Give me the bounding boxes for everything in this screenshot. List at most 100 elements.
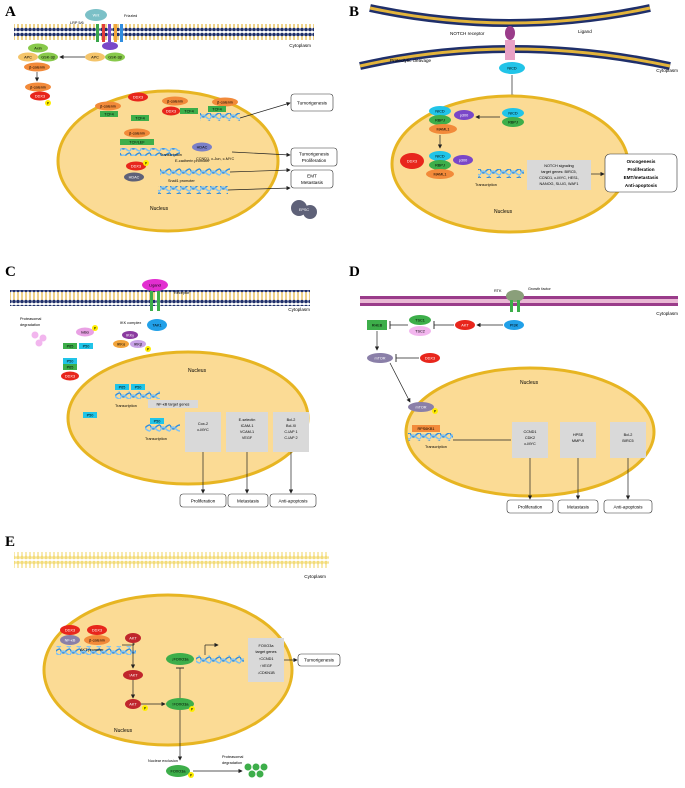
svg-text:Nuclear exclusion: Nuclear exclusion bbox=[148, 759, 178, 763]
frizzled-label: Frizzled bbox=[124, 14, 137, 18]
svg-text:↑CCND1: ↑CCND1 bbox=[259, 657, 274, 661]
svg-text:mTOR: mTOR bbox=[374, 357, 385, 361]
receptor-c bbox=[150, 291, 160, 311]
dvl bbox=[102, 42, 118, 50]
svg-text:DDX3: DDX3 bbox=[65, 629, 75, 633]
svg-text:E-selectin: E-selectin bbox=[239, 418, 256, 422]
svg-text:Growth factor: Growth factor bbox=[528, 287, 552, 291]
svg-text:↓FOXO3a: ↓FOXO3a bbox=[172, 658, 190, 662]
svg-text:RPS6KB1: RPS6KB1 bbox=[417, 427, 434, 431]
epsc: EPSC bbox=[291, 200, 317, 219]
svg-text:EPSC: EPSC bbox=[299, 208, 310, 212]
svg-text:Proteasomal: Proteasomal bbox=[222, 755, 243, 759]
svg-text:β-catenin: β-catenin bbox=[167, 100, 183, 104]
gene-box-c2 bbox=[226, 412, 268, 452]
svg-text:mTOR: mTOR bbox=[415, 406, 426, 410]
svg-text:NICD: NICD bbox=[435, 110, 445, 114]
dna-e2 bbox=[196, 655, 244, 664]
svg-text:IKKβ: IKKβ bbox=[134, 343, 143, 347]
svg-text:RBPJ: RBPJ bbox=[508, 121, 518, 125]
notch-target-genes bbox=[527, 160, 591, 190]
svg-text:APC: APC bbox=[24, 56, 32, 60]
svg-text:Tumorigenesis: Tumorigenesis bbox=[304, 658, 335, 663]
svg-text:TSC1: TSC1 bbox=[415, 319, 425, 323]
dna-b bbox=[478, 169, 524, 178]
svg-text:↑AKT: ↑AKT bbox=[128, 674, 138, 678]
svg-text:EMT/metastasis: EMT/metastasis bbox=[624, 175, 659, 180]
frizzled-receptor bbox=[96, 24, 123, 42]
svg-text:VCAM-1: VCAM-1 bbox=[240, 430, 254, 434]
svg-text:P65: P65 bbox=[119, 386, 126, 390]
panel-a-label: A bbox=[5, 4, 16, 20]
svg-text:Nucleus: Nucleus bbox=[188, 368, 207, 374]
svg-text:MAML1: MAML1 bbox=[433, 173, 446, 177]
svg-text:AKT promoter: AKT promoter bbox=[80, 648, 104, 652]
svg-text:Proliferation: Proliferation bbox=[302, 158, 327, 163]
svg-text:GSK-3β: GSK-3β bbox=[41, 56, 55, 60]
svg-text:target genes: BIRC5,: target genes: BIRC5, bbox=[541, 170, 576, 174]
svg-text:AKT: AKT bbox=[129, 703, 137, 707]
svg-text:BIRC5: BIRC5 bbox=[622, 439, 633, 443]
svg-text:AKT: AKT bbox=[461, 324, 469, 328]
svg-text:Bcl-2: Bcl-2 bbox=[287, 418, 296, 422]
svg-text:CCND1, c-Jun, c-MYC: CCND1, c-Jun, c-MYC bbox=[196, 157, 234, 161]
svg-text:TCF4: TCF4 bbox=[104, 113, 114, 117]
membrane-a bbox=[14, 24, 314, 40]
svg-text:Nucleus: Nucleus bbox=[494, 209, 513, 215]
panel-e: E Cytoplasm Nucleus DDX3 DDX3 NF-κB β-ca… bbox=[5, 534, 341, 778]
svg-text:FOXO3a: FOXO3a bbox=[171, 770, 187, 774]
svg-text:target genes: target genes bbox=[255, 650, 276, 654]
svg-text:Wnt: Wnt bbox=[93, 14, 101, 18]
svg-text:DDX3: DDX3 bbox=[407, 160, 417, 164]
dna-e1 bbox=[56, 646, 136, 655]
rtk bbox=[506, 290, 524, 312]
svg-text:Anti-apoptosis: Anti-apoptosis bbox=[625, 183, 658, 188]
nucleus-a bbox=[56, 89, 280, 233]
svg-text:Transcription: Transcription bbox=[475, 183, 497, 187]
svg-text:Bcl-2: Bcl-2 bbox=[624, 433, 633, 437]
svg-text:TCF/LEF: TCF/LEF bbox=[129, 141, 145, 145]
svg-text:P: P bbox=[434, 410, 437, 414]
svg-text:NICD: NICD bbox=[435, 155, 445, 159]
dna-a3 bbox=[160, 168, 230, 176]
gene-box-d2 bbox=[560, 422, 596, 458]
gene-box-c1 bbox=[185, 412, 221, 452]
svg-text:P: P bbox=[145, 162, 148, 166]
degradation-dots-c bbox=[31, 331, 47, 347]
svg-text:NANOG, SLUG, WAF1: NANOG, SLUG, WAF1 bbox=[540, 182, 579, 186]
svg-text:ICAM-1: ICAM-1 bbox=[241, 424, 254, 428]
dna-a1 bbox=[200, 113, 240, 121]
svg-text:FOXO3a: FOXO3a bbox=[259, 644, 275, 648]
panel-e-label: E bbox=[5, 534, 15, 550]
svg-text:Tumorigenesis: Tumorigenesis bbox=[297, 101, 328, 106]
svg-text:DDX3: DDX3 bbox=[133, 96, 143, 100]
svg-text:Snail1 promoter: Snail1 promoter bbox=[168, 179, 196, 183]
gene-box-d1 bbox=[512, 422, 548, 458]
svg-text:DDX3: DDX3 bbox=[65, 375, 75, 379]
svg-text:P50: P50 bbox=[67, 360, 74, 364]
svg-text:P50: P50 bbox=[154, 420, 161, 424]
svg-text:APC: APC bbox=[91, 56, 99, 60]
dna-c1 bbox=[115, 391, 160, 399]
svg-text:P: P bbox=[190, 774, 193, 778]
svg-text:Proliferation: Proliferation bbox=[518, 505, 543, 510]
svg-text:Proteolytic cleavage: Proteolytic cleavage bbox=[390, 58, 432, 63]
svg-text:Metastasis: Metastasis bbox=[567, 505, 590, 510]
svg-text:NOTCH receptor: NOTCH receptor bbox=[450, 31, 485, 36]
svg-text:NF-κB: NF-κB bbox=[65, 639, 76, 643]
svg-text:EMT: EMT bbox=[307, 174, 317, 179]
svg-text:P65: P65 bbox=[67, 366, 74, 370]
svg-text:IKKγ: IKKγ bbox=[126, 334, 134, 338]
svg-text:p300: p300 bbox=[459, 159, 467, 163]
nucleus-e bbox=[42, 593, 294, 747]
dna-a2 bbox=[120, 148, 180, 156]
svg-text:Transcription: Transcription bbox=[425, 445, 447, 449]
svg-text:IKKα: IKKα bbox=[117, 343, 126, 347]
svg-text:P50: P50 bbox=[83, 345, 90, 349]
svg-text:P: P bbox=[147, 348, 150, 352]
svg-text:β-catenin: β-catenin bbox=[30, 86, 46, 90]
svg-text:HPSE: HPSE bbox=[573, 433, 584, 437]
svg-text:Anti-apoptosis: Anti-apoptosis bbox=[278, 499, 308, 504]
svg-text:Cytoplasm: Cytoplasm bbox=[656, 311, 678, 316]
svg-text:↑FOXO3a: ↑FOXO3a bbox=[172, 703, 190, 707]
